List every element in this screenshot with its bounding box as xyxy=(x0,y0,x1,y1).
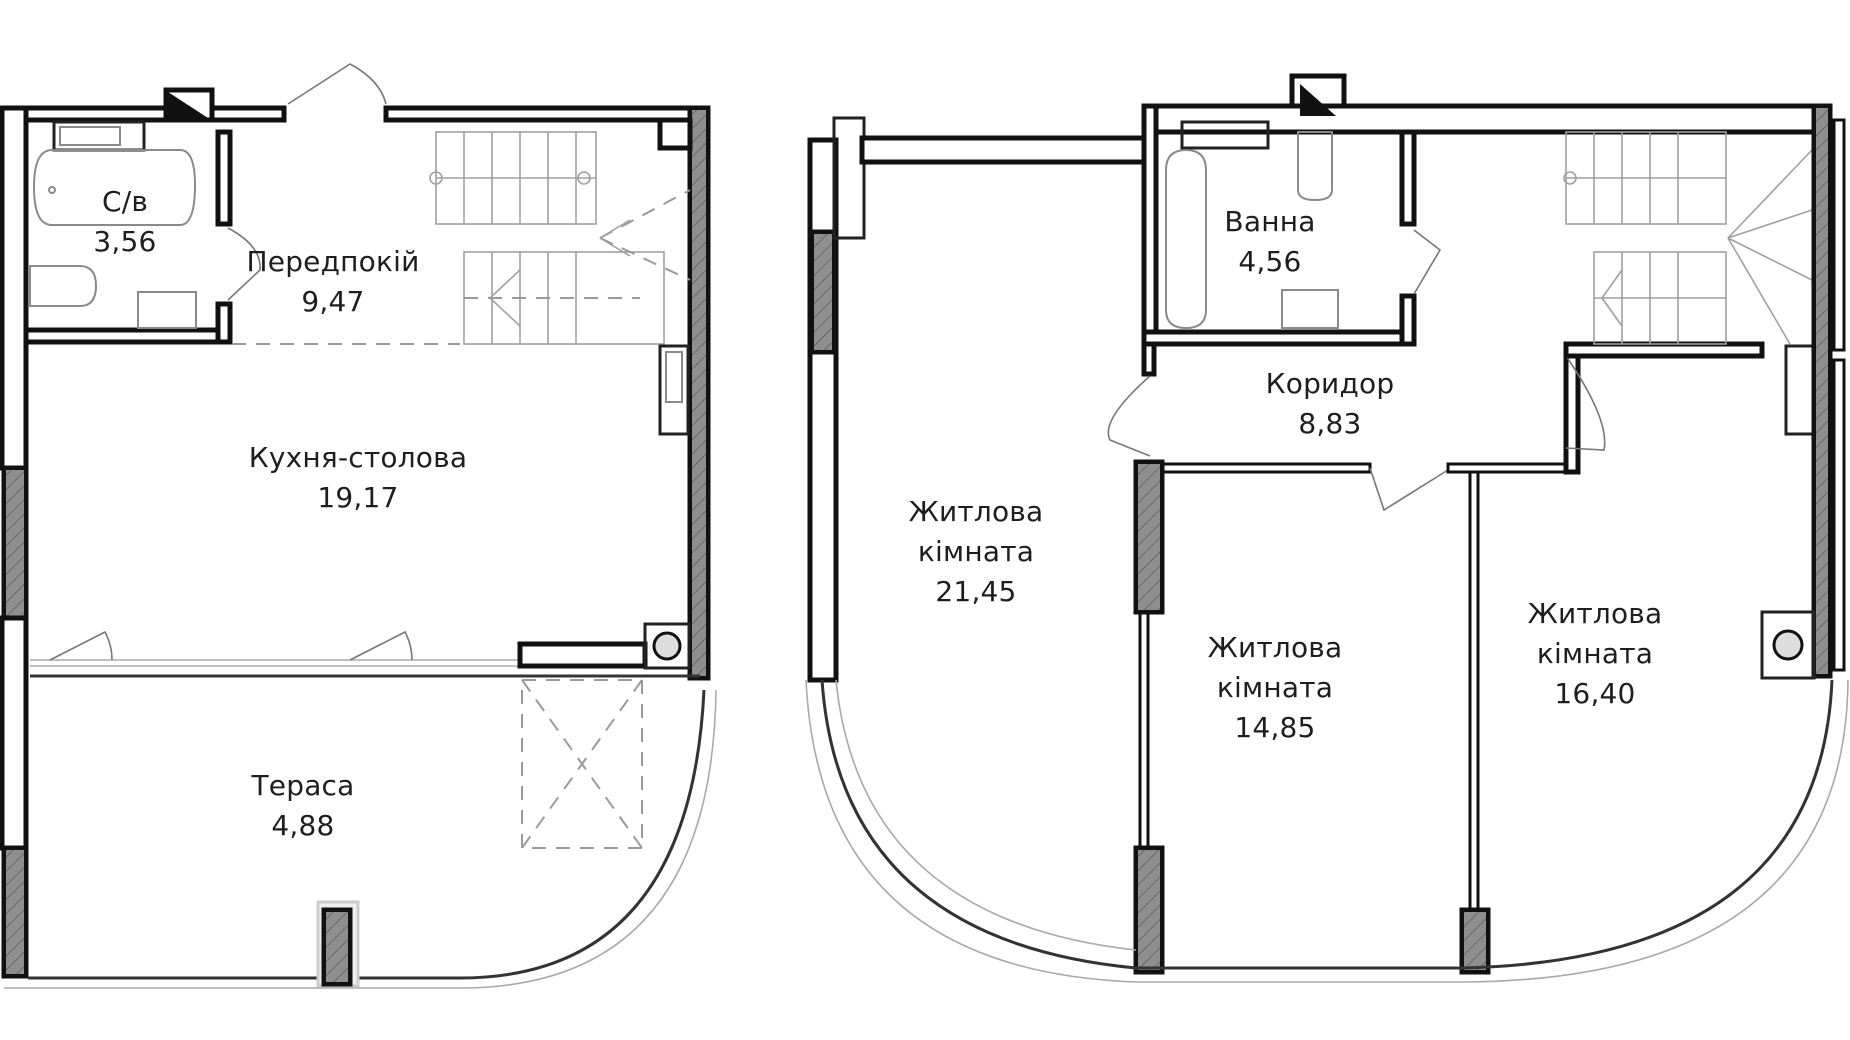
toilet xyxy=(29,265,98,307)
wall xyxy=(0,105,29,471)
room-bath: Ванна 4,56 xyxy=(1224,202,1315,282)
room-name-line2: кімната xyxy=(1536,637,1654,670)
bathtub xyxy=(32,149,197,226)
terrace-door xyxy=(49,630,113,661)
room-area: 19,17 xyxy=(317,481,399,514)
radiator xyxy=(1180,120,1270,150)
wall xyxy=(807,137,839,683)
room-name: Кухня-столова xyxy=(248,441,468,474)
room-name: Коридор xyxy=(1265,367,1395,400)
room-area: 4,88 xyxy=(271,809,335,842)
living-door xyxy=(1565,355,1606,451)
room-kitchen: Кухня-столова 19,17 xyxy=(249,438,467,518)
terrace-door xyxy=(349,630,413,661)
bathtub xyxy=(1165,148,1207,330)
fridge xyxy=(658,344,690,436)
room-name-line1: Житлова xyxy=(908,495,1044,528)
bath-door xyxy=(1413,229,1442,295)
vent-shaft xyxy=(1760,610,1816,680)
room-living-1: Житлова кімната 21,45 xyxy=(909,492,1044,612)
closet xyxy=(1784,344,1816,436)
room-name-line2: кімната xyxy=(1216,671,1334,704)
wall xyxy=(859,135,1147,165)
sink xyxy=(1281,289,1339,329)
level-1-plan xyxy=(0,63,717,989)
radiator xyxy=(832,116,866,240)
room-living-3: Житлова кімната 16,40 xyxy=(1528,594,1663,714)
living-door xyxy=(1107,375,1151,457)
room-area: 4,56 xyxy=(1238,245,1302,278)
room-area: 21,45 xyxy=(935,575,1017,608)
wall xyxy=(1141,103,1817,135)
wall xyxy=(1141,103,1159,347)
room-name: Тераса xyxy=(251,769,355,802)
toilet xyxy=(1297,131,1333,202)
room-area: 14,85 xyxy=(1234,711,1316,744)
wall xyxy=(23,327,231,345)
room-name-line2: кімната xyxy=(917,535,1035,568)
level-2-plan xyxy=(805,73,1849,983)
room-area: 9,47 xyxy=(301,285,365,318)
wall xyxy=(215,129,233,227)
room-name: Передпокій xyxy=(246,245,420,278)
room-wc: С/в 3,56 xyxy=(93,182,156,262)
staircase xyxy=(429,131,691,345)
sink xyxy=(137,291,197,329)
room-area: 3,56 xyxy=(93,225,157,258)
vent-shaft xyxy=(643,622,691,670)
living-door xyxy=(1369,467,1449,512)
wall xyxy=(0,615,29,851)
room-living-2: Житлова кімната 14,85 xyxy=(1208,628,1343,748)
wall xyxy=(0,105,287,123)
wc-door xyxy=(227,227,261,301)
wall xyxy=(1399,129,1417,227)
room-name: Ванна xyxy=(1224,205,1316,238)
room-name-line1: Житлова xyxy=(1207,631,1343,664)
room-name: С/в xyxy=(101,185,149,218)
vent-icon xyxy=(1300,84,1336,116)
room-hall: Передпокій 9,47 xyxy=(247,242,420,322)
wall xyxy=(517,641,648,669)
room-area: 8,83 xyxy=(1298,407,1362,440)
wall xyxy=(1141,329,1417,347)
room-corridor: Коридор 8,83 xyxy=(1266,364,1395,444)
room-name-line1: Житлова xyxy=(1527,597,1663,630)
wall xyxy=(215,301,233,345)
entry-door xyxy=(287,63,387,105)
staircase xyxy=(1563,131,1813,345)
wall xyxy=(1399,293,1417,347)
wall xyxy=(383,105,695,123)
room-terrace: Тераса 4,88 xyxy=(251,766,354,846)
vent-icon xyxy=(168,92,208,118)
room-area: 16,40 xyxy=(1554,677,1636,710)
